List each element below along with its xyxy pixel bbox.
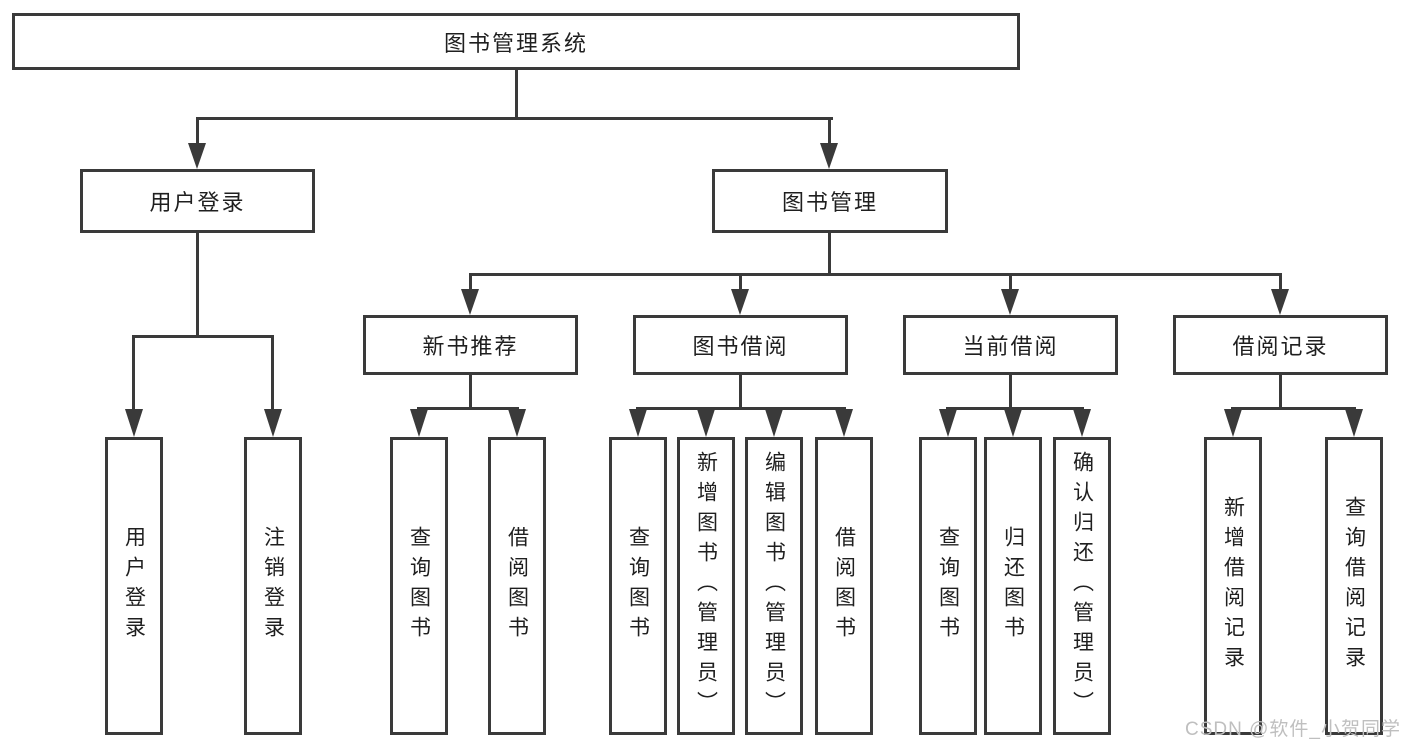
leaf-query-borrow-record-label: 查询借阅记录 <box>1342 496 1366 676</box>
leaf-edit-book-admin-label: 编辑图书（管理员） <box>762 451 786 721</box>
arrowhead-current-borrow <box>1001 289 1019 315</box>
connector-drop-user-login <box>196 117 199 147</box>
arrowhead-leaf-borrow-book-2 <box>835 409 853 437</box>
connector-user-login-stem <box>196 233 199 337</box>
arrowhead-leaf-logout <box>264 409 282 437</box>
connector-current-borrow-rail <box>946 407 1084 410</box>
leaf-confirm-return-admin-label: 确认归还（管理员） <box>1070 451 1094 721</box>
leaf-add-book-admin: 新增图书（管理员） <box>677 437 735 735</box>
arrowhead-leaf-return-book <box>1004 409 1022 437</box>
connector-book-borrow-stem <box>739 375 742 409</box>
leaf-user-login: 用户登录 <box>105 437 163 735</box>
node-root: 图书管理系统 <box>12 13 1020 70</box>
connector-root-stem <box>515 70 518 120</box>
connector-drop-new-book-rec <box>469 273 472 291</box>
leaf-query-book-3: 查询图书 <box>919 437 977 735</box>
arrowhead-borrow-records <box>1271 289 1289 315</box>
connector-book-mgmt-stem <box>828 233 831 275</box>
leaf-add-borrow-record-label: 新增借阅记录 <box>1221 496 1245 676</box>
leaf-return-book-label: 归还图书 <box>1001 526 1025 646</box>
arrowhead-leaf-query-book-2 <box>629 409 647 437</box>
leaf-borrow-book-2: 借阅图书 <box>815 437 873 735</box>
node-book-borrow: 图书借阅 <box>633 315 848 375</box>
leaf-query-book-3-label: 查询图书 <box>936 526 960 646</box>
arrowhead-leaf-borrow-book-1 <box>508 409 526 437</box>
connector-level3-rail <box>469 273 1282 276</box>
leaf-borrow-book-1: 借阅图书 <box>488 437 546 735</box>
connector-borrow-records-rail <box>1231 407 1356 410</box>
leaf-user-login-label: 用户登录 <box>122 526 146 646</box>
node-root-label: 图书管理系统 <box>443 30 588 56</box>
connector-drop-book-mgmt <box>828 117 831 147</box>
node-borrow-records-label: 借阅记录 <box>1232 334 1329 359</box>
leaf-logout: 注销登录 <box>244 437 302 735</box>
connector-drop-borrow-records <box>1279 273 1282 291</box>
connector-borrow-records-stem <box>1279 375 1282 409</box>
connector-drop-leaf-logout <box>271 335 274 411</box>
arrowhead-new-book-rec <box>461 289 479 315</box>
connector-drop-current-borrow <box>1009 273 1012 291</box>
arrowhead-leaf-edit-book <box>765 409 783 437</box>
connector-current-borrow-stem <box>1009 375 1012 409</box>
arrowhead-user-login <box>188 143 206 169</box>
node-new-book-rec-label: 新书推荐 <box>422 334 519 359</box>
arrowhead-book-borrow <box>731 289 749 315</box>
leaf-add-borrow-record: 新增借阅记录 <box>1204 437 1262 735</box>
node-book-mgmt: 图书管理 <box>712 169 948 233</box>
node-current-borrow: 当前借阅 <box>903 315 1118 375</box>
connector-new-book-rec-rail <box>417 407 519 410</box>
connector-drop-leaf-user-login <box>132 335 135 411</box>
leaf-query-book-2-label: 查询图书 <box>626 526 650 646</box>
arrowhead-leaf-query-borrow-record <box>1345 409 1363 437</box>
leaf-borrow-book-1-label: 借阅图书 <box>505 526 529 646</box>
leaf-query-book-1: 查询图书 <box>390 437 448 735</box>
connector-book-borrow-rail <box>636 407 846 410</box>
leaf-query-book-1-label: 查询图书 <box>407 526 431 646</box>
leaf-query-borrow-record: 查询借阅记录 <box>1325 437 1383 735</box>
node-book-mgmt-label: 图书管理 <box>781 190 878 215</box>
csdn-watermark: CSDN @软件_小贺同学 <box>1185 719 1401 740</box>
arrowhead-leaf-query-book-3 <box>939 409 957 437</box>
leaf-logout-label: 注销登录 <box>261 526 285 646</box>
node-new-book-rec: 新书推荐 <box>363 315 578 375</box>
arrowhead-leaf-add-borrow-record <box>1224 409 1242 437</box>
arrowhead-leaf-add-book <box>697 409 715 437</box>
connector-user-login-rail <box>132 335 274 338</box>
connector-level2-rail <box>196 117 833 120</box>
leaf-edit-book-admin: 编辑图书（管理员） <box>745 437 803 735</box>
leaf-borrow-book-2-label: 借阅图书 <box>832 526 856 646</box>
connector-drop-book-borrow <box>739 273 742 291</box>
leaf-query-book-2: 查询图书 <box>609 437 667 735</box>
arrowhead-leaf-confirm-return <box>1073 409 1091 437</box>
arrowhead-leaf-query-book-1 <box>410 409 428 437</box>
node-borrow-records: 借阅记录 <box>1173 315 1388 375</box>
connector-new-book-rec-stem <box>469 375 472 409</box>
node-book-borrow-label: 图书借阅 <box>692 334 789 359</box>
node-user-login: 用户登录 <box>80 169 315 233</box>
leaf-add-book-admin-label: 新增图书（管理员） <box>694 451 718 721</box>
arrowhead-leaf-user-login <box>125 409 143 437</box>
arrowhead-book-mgmt <box>820 143 838 169</box>
leaf-return-book: 归还图书 <box>984 437 1042 735</box>
node-user-login-label: 用户登录 <box>149 190 246 215</box>
leaf-confirm-return-admin: 确认归还（管理员） <box>1053 437 1111 735</box>
node-current-borrow-label: 当前借阅 <box>962 334 1059 359</box>
